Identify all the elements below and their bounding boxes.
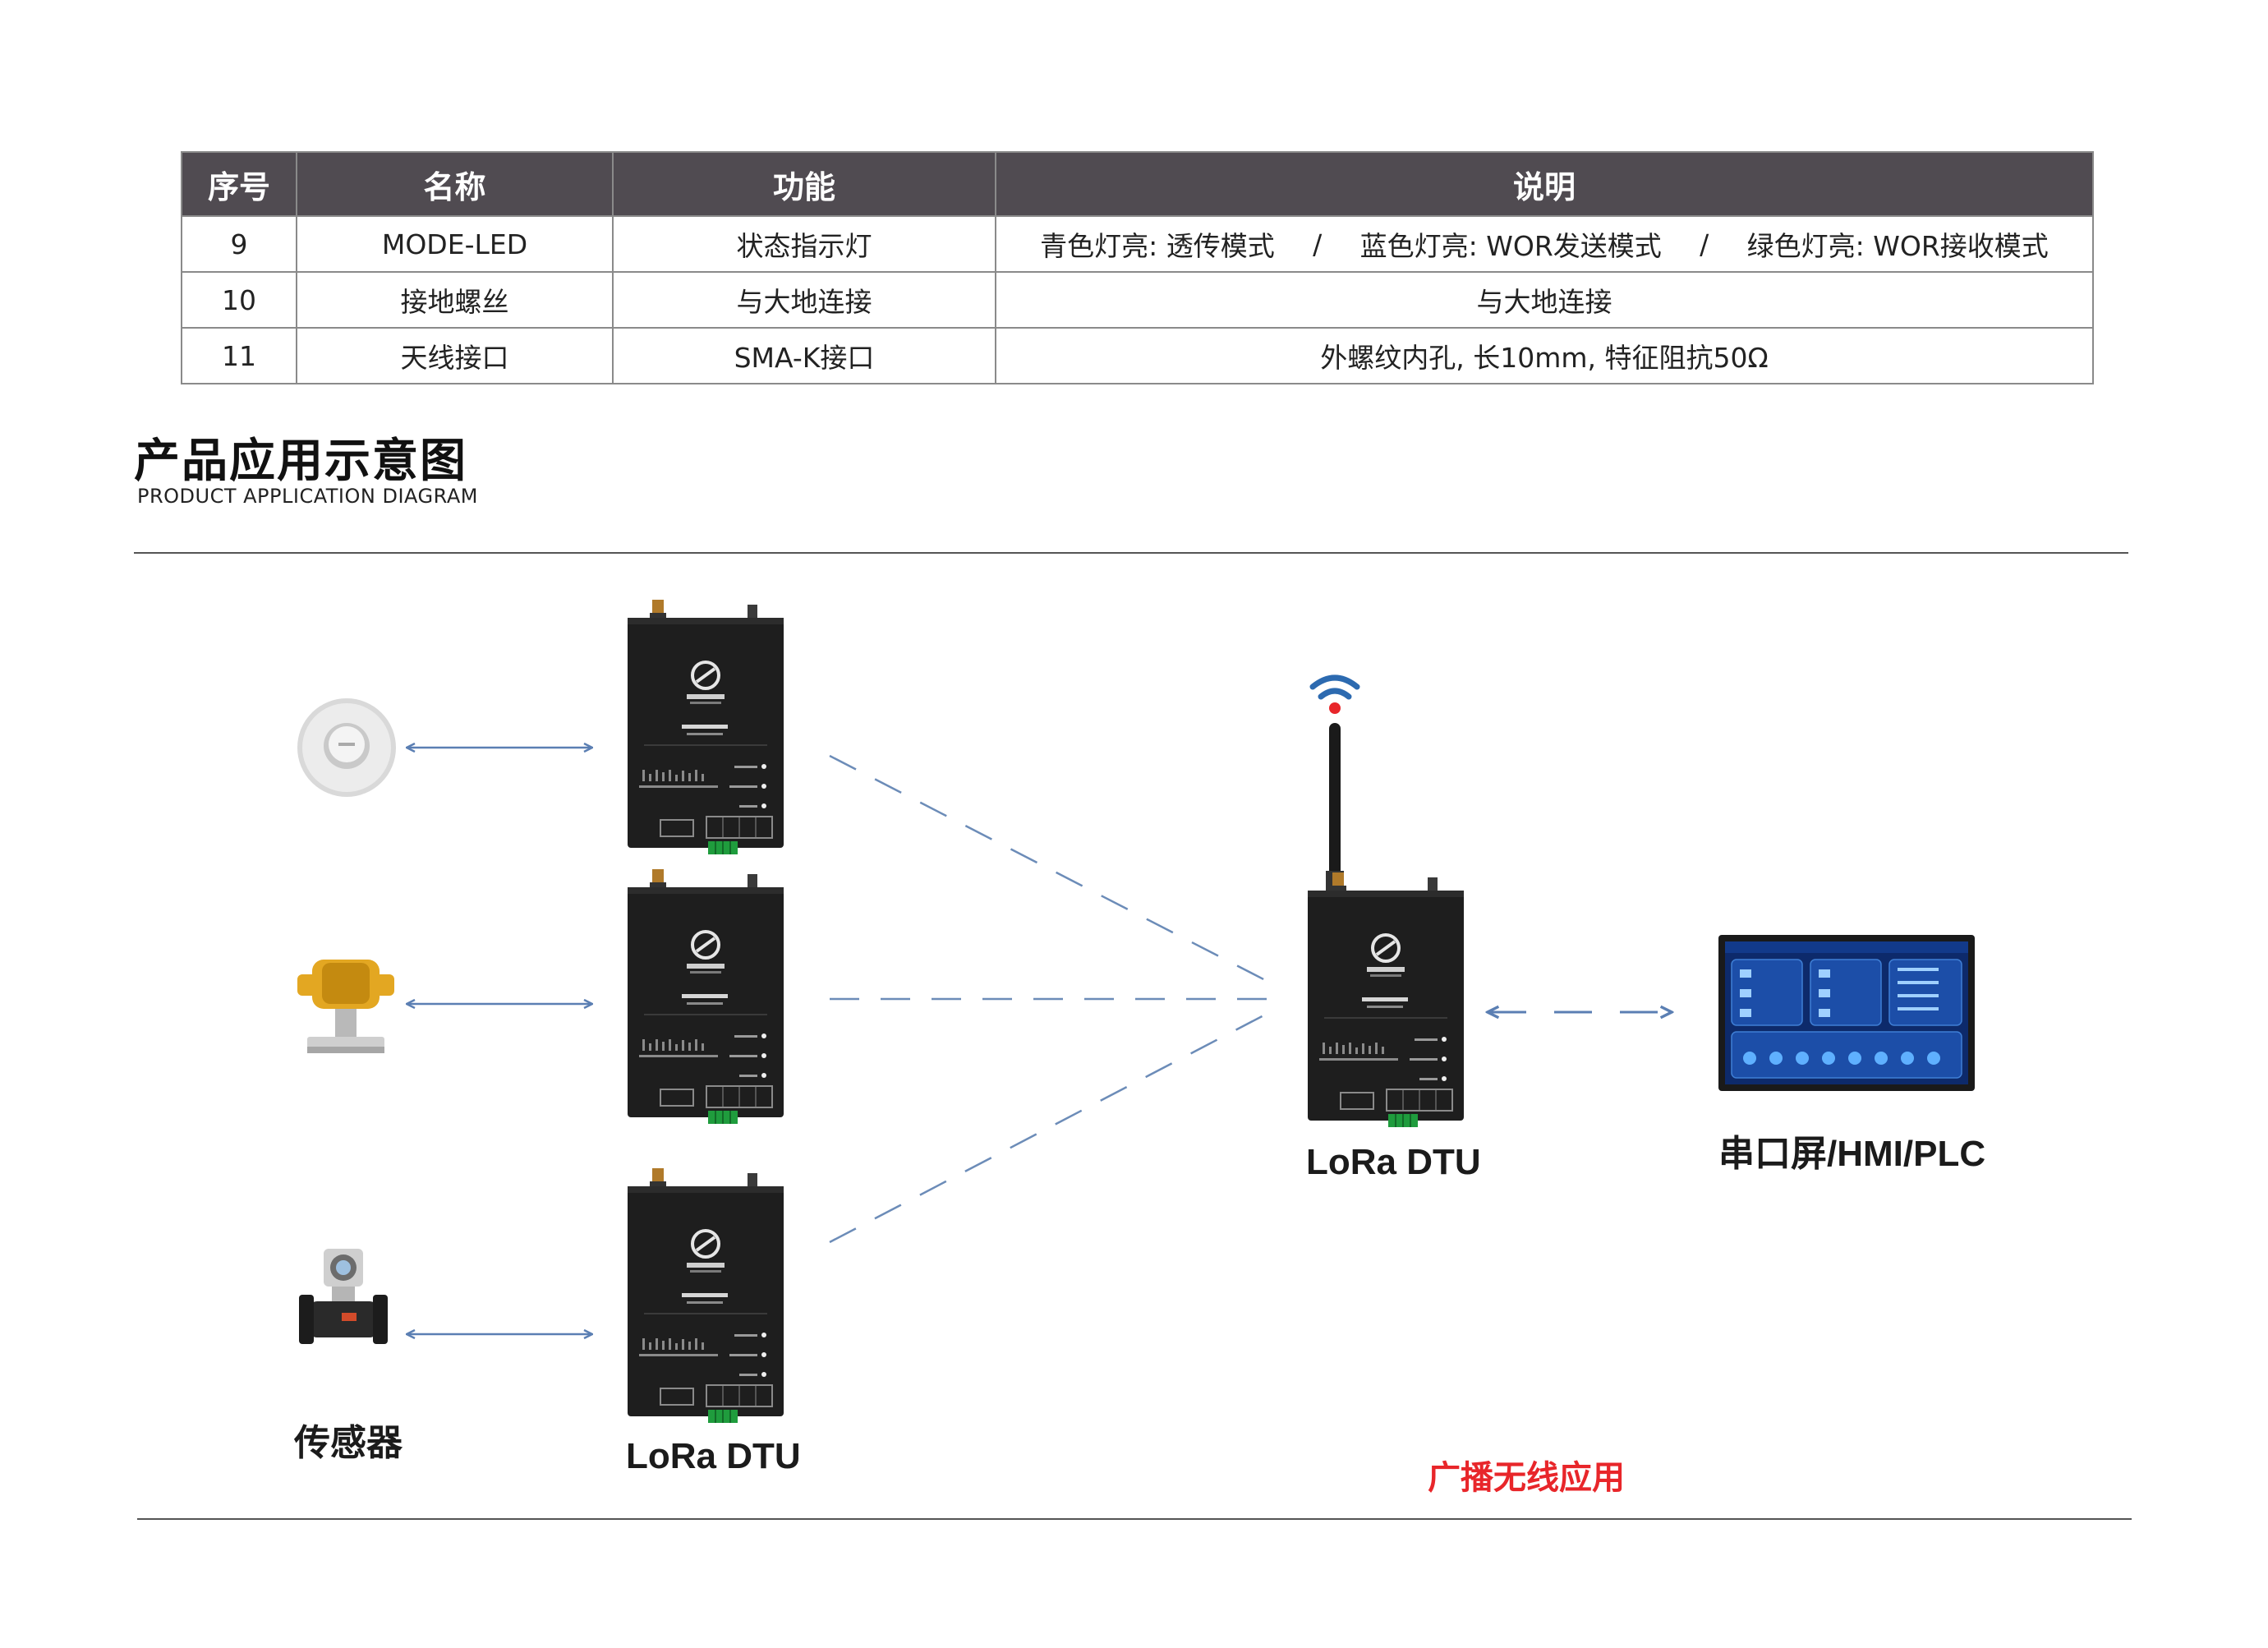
pressure-transmitter-icon <box>297 960 394 1053</box>
section-title: 产品应用示意图 <box>134 435 467 488</box>
cell-description: 与大地连接 <box>995 271 2094 329</box>
flow-meter-icon <box>299 1249 388 1344</box>
dtu-device-center <box>1306 723 1465 1129</box>
table-row: 9 MODE-LED 状态指示灯 青色灯亮: 透传模式 / 蓝色灯亮: WOR发… <box>181 215 2094 273</box>
broadcast-label: 广播无线应用 <box>1428 1460 1625 1496</box>
cell-name: MODE-LED <box>296 215 614 273</box>
dtu-device-top <box>626 598 785 856</box>
desc-separator: / <box>1313 228 1323 260</box>
section-subtitle: PRODUCT APPLICATION DIAGRAM <box>137 485 478 508</box>
table-row: 10 接地螺丝 与大地连接 与大地连接 <box>181 271 2094 329</box>
wireless-link-top <box>829 754 1271 984</box>
desc-part: 绿色灯亮: WOR接收模式 <box>1746 230 2049 262</box>
dtu-label-center: LoRa DTU <box>1306 1142 1481 1182</box>
wireless-link-bottom <box>829 1010 1271 1244</box>
desc-part: 青色灯亮: 透传模式 <box>1040 230 1275 262</box>
header-name: 名称 <box>296 151 614 217</box>
spec-table: 序号 名称 功能 说明 9 MODE-LED 状态指示灯 青色灯亮: 透传模式 … <box>181 151 2094 384</box>
header-no: 序号 <box>181 151 297 217</box>
cell-function: 与大地连接 <box>612 271 996 329</box>
top-divider <box>134 552 2128 554</box>
hmi-screen-icon <box>1718 935 1975 1091</box>
cell-description: 外螺纹内孔, 长10mm, 特征阻抗50Ω <box>995 327 2094 384</box>
dtu-device-middle <box>626 868 785 1126</box>
cell-no: 10 <box>181 271 297 329</box>
cell-no: 11 <box>181 327 297 384</box>
wifi-icon <box>1309 674 1360 714</box>
table-header-row: 序号 名称 功能 说明 <box>181 151 2094 217</box>
bottom-divider <box>137 1518 2132 1520</box>
dtu-device-bottom <box>626 1167 785 1425</box>
header-function: 功能 <box>612 151 996 217</box>
desc-part: 蓝色灯亮: WOR发送模式 <box>1359 230 1662 262</box>
cell-description: 青色灯亮: 透传模式 / 蓝色灯亮: WOR发送模式 / 绿色灯亮: WOR接收… <box>995 215 2094 273</box>
table-row: 11 天线接口 SMA-K接口 外螺纹内孔, 长10mm, 特征阻抗50Ω <box>181 327 2094 384</box>
smoke-detector-icon <box>297 698 396 797</box>
cell-name: 接地螺丝 <box>296 271 614 329</box>
cell-function: SMA-K接口 <box>612 327 996 384</box>
cell-function: 状态指示灯 <box>612 215 996 273</box>
sensor-label: 传感器 <box>294 1423 403 1463</box>
dtu-label-left: LoRa DTU <box>626 1436 801 1476</box>
hmi-label: 串口屏/HMI/PLC <box>1718 1134 1986 1174</box>
cell-name: 天线接口 <box>296 327 614 384</box>
cell-no: 9 <box>181 215 297 273</box>
header-description: 说明 <box>995 151 2094 217</box>
desc-separator: / <box>1700 228 1709 260</box>
